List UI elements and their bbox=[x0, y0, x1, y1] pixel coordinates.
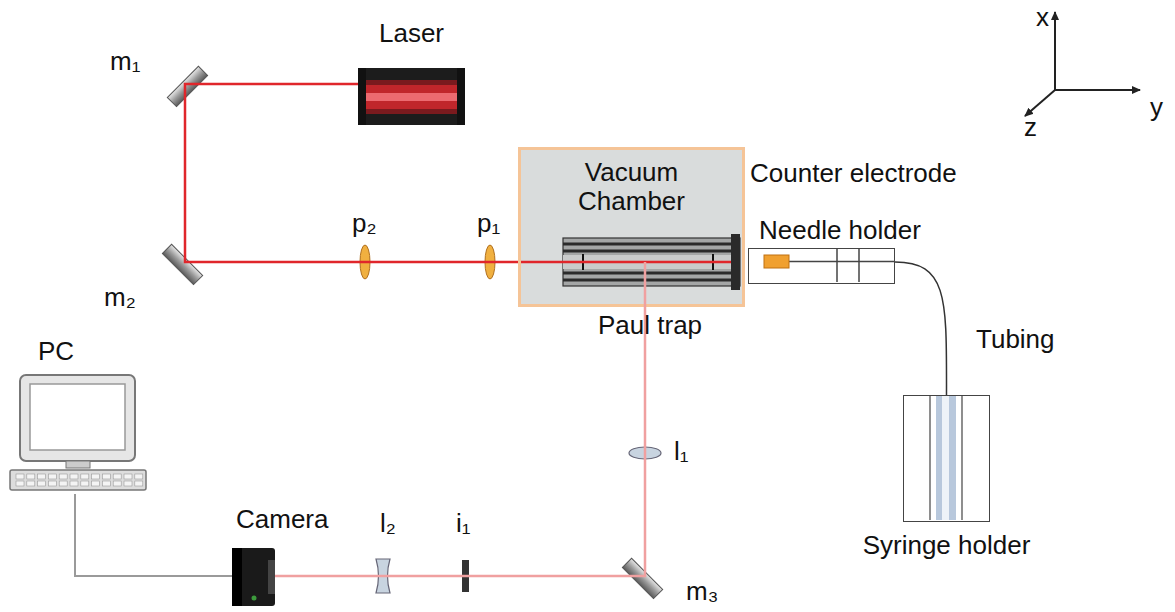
mirror bbox=[622, 558, 662, 598]
syringe-holder-art bbox=[904, 396, 989, 521]
part-label: Paul trap bbox=[598, 310, 702, 340]
pc: PC bbox=[8, 372, 148, 494]
mirror bbox=[162, 244, 202, 284]
component-label: m₃ bbox=[686, 576, 718, 606]
laser-beam bbox=[185, 84, 518, 262]
vacuum-chamber: Vacuum Chamber bbox=[518, 147, 745, 307]
node-label: Needle holder bbox=[759, 215, 921, 245]
component-label: l₁ bbox=[674, 436, 689, 466]
pc-art bbox=[8, 372, 148, 494]
node-label: Laser bbox=[318, 18, 505, 48]
axis-label: x bbox=[1036, 2, 1049, 32]
node-label: PC bbox=[38, 336, 74, 366]
laser-body: Laser bbox=[358, 68, 465, 125]
needle-holder-art bbox=[749, 249, 894, 283]
component-label: l₂ bbox=[380, 508, 396, 538]
needle-holder: Needle holder bbox=[748, 248, 895, 284]
node-label: Camera bbox=[236, 504, 328, 534]
scattered-light bbox=[275, 307, 645, 576]
component-label: m₁ bbox=[110, 46, 140, 76]
syringe-holder: Syringe holder bbox=[903, 395, 990, 522]
part-label: Counter electrode bbox=[750, 158, 957, 188]
component-label: m₂ bbox=[104, 282, 136, 312]
camera: Camera bbox=[232, 548, 275, 606]
part-label: Tubing bbox=[976, 324, 1055, 354]
mirror bbox=[167, 66, 207, 106]
axis-label: y bbox=[1150, 92, 1163, 122]
axis-label: z bbox=[1024, 112, 1037, 142]
component-label: p₂ bbox=[352, 208, 377, 238]
tubing bbox=[895, 262, 947, 395]
cable bbox=[75, 494, 232, 576]
node-label: Vacuum Chamber bbox=[561, 158, 702, 216]
camera-art bbox=[232, 548, 275, 606]
node-label: Syringe holder bbox=[824, 530, 1069, 560]
component-label: i₁ bbox=[456, 508, 471, 538]
component-label: p₁ bbox=[477, 208, 500, 238]
laser-body-art bbox=[358, 68, 465, 125]
